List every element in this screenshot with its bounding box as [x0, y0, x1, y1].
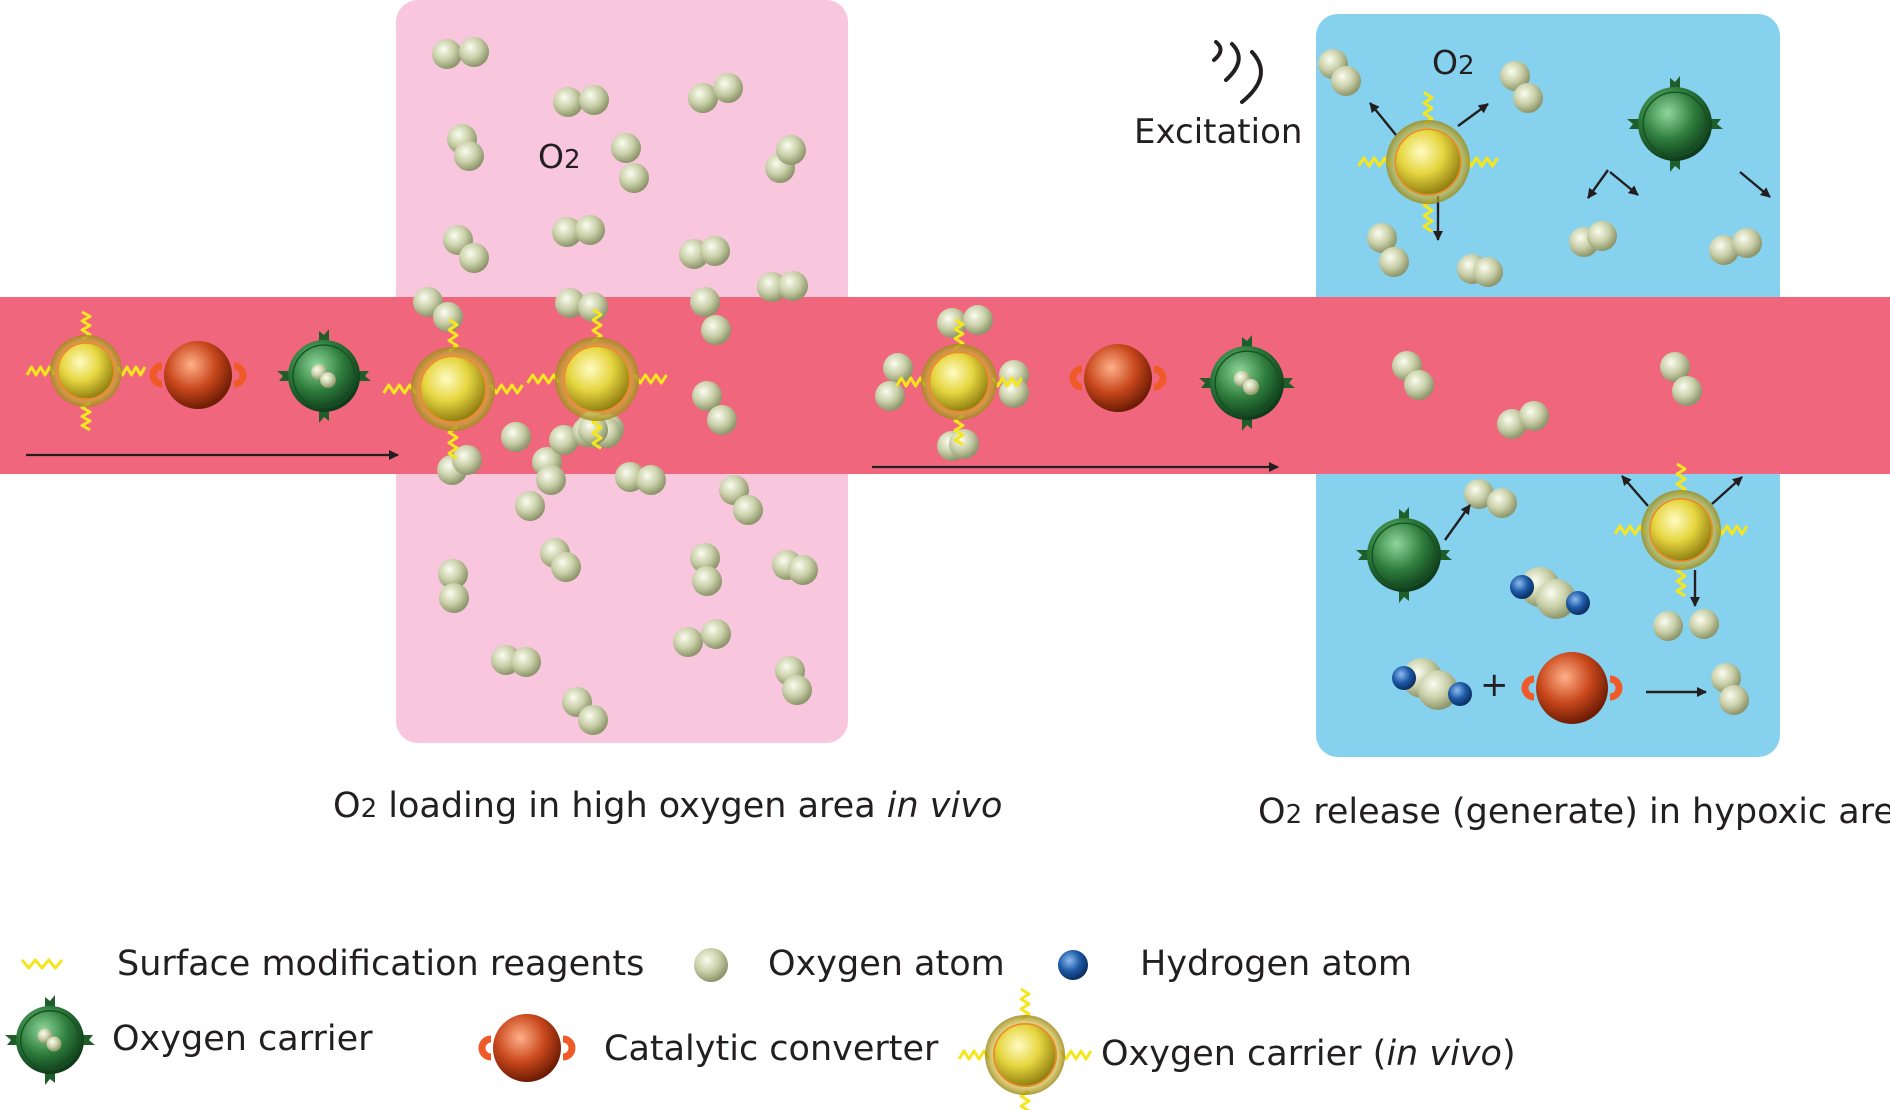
oxygen-molecule-icon	[765, 135, 806, 183]
release-zone-o2-label: O2	[1432, 43, 1475, 82]
green-carrier-icon	[5, 995, 95, 1085]
oxygen-molecule-icon	[1367, 223, 1409, 277]
water-molecule-icon	[1392, 658, 1472, 710]
excitation-label: Excitation	[1134, 112, 1303, 152]
o2-subscript: 2	[360, 794, 378, 824]
loading-caption-text: loading in high oxygen area	[388, 786, 887, 826]
yellow-carrier-icon	[957, 987, 1093, 1110]
release-arrow-icon	[1587, 169, 1609, 199]
oxygen-molecule-icon	[1497, 401, 1549, 439]
release-arrow-icon	[1711, 476, 1743, 505]
water-molecule-icon	[1510, 567, 1590, 619]
release-arrow-icon	[1621, 475, 1649, 507]
oxygen-molecule-icon	[1457, 254, 1503, 287]
oxygen-molecule-icon	[1464, 479, 1517, 518]
oxygen-molecule-icon	[515, 465, 566, 521]
oxygen-molecule-icon	[1660, 352, 1702, 406]
oxygen-molecule-icon	[937, 429, 979, 461]
oxygen-molecule-icon	[673, 619, 731, 657]
release-caption: O2 release (generate) in hypoxic area	[1258, 795, 1890, 830]
o2-symbol: O	[1258, 792, 1286, 832]
oxygen-molecule-icon	[562, 687, 608, 735]
loading-caption: O2 loading in high oxygen area in vivo	[333, 789, 1002, 824]
oxygen-molecule-icon	[875, 353, 913, 411]
loading-zone-o2-label: O2	[538, 137, 581, 176]
green-carrier-icon	[277, 329, 371, 423]
legend-carrier-in-vivo: Oxygen carrier (in vivo)	[1101, 1037, 1516, 1072]
yellow-carrier-icon	[1613, 462, 1749, 598]
oxygen-molecule-icon	[540, 538, 581, 582]
release-caption-text: release (generate) in hypoxic area	[1313, 792, 1890, 832]
legend-oxygen-carrier: Oxygen carrier	[112, 1019, 373, 1059]
green-carrier-icon	[1199, 335, 1295, 431]
oxygen-molecule-icon	[443, 225, 489, 273]
oxygen-molecule-icon	[690, 287, 731, 345]
legend-carrier-in-vivo-italic: in vivo	[1386, 1034, 1502, 1074]
yellow-carrier-icon	[1357, 91, 1499, 233]
red-converter-icon	[478, 1014, 576, 1082]
red-converter-icon	[1521, 652, 1623, 724]
oxygen-molecule-icon	[679, 236, 730, 269]
release-arrow-icon	[1609, 171, 1639, 196]
legend-surface-reagents: Surface modification reagents	[117, 944, 645, 984]
legend-hydrogen-atom: Hydrogen atom	[1140, 944, 1413, 984]
o2-subscript: 2	[1285, 800, 1303, 830]
oxygen-molecule-icon	[1569, 221, 1617, 257]
loading-caption-italic: in vivo	[886, 786, 1003, 826]
legend-carrier-in-vivo-close: )	[1501, 1034, 1516, 1074]
oxygen-molecule-icon	[438, 559, 469, 613]
oxygen-molecule-icon	[491, 645, 541, 677]
oxygen-molecule-icon	[1318, 49, 1361, 96]
oxygen-molecule-icon	[447, 124, 484, 171]
green-carrier-icon	[1627, 76, 1723, 172]
oxygen-molecule-icon	[772, 550, 818, 585]
oxygen-molecule-icon	[1653, 609, 1719, 641]
yellow-carrier-icon	[25, 310, 147, 432]
oxygen-molecule-icon	[1392, 351, 1434, 400]
oxygen-molecule-icon	[775, 656, 812, 705]
yellow-carrier-icon	[526, 308, 668, 450]
oxygen-molecule-icon	[437, 445, 482, 485]
oxygen-molecule-icon	[690, 543, 722, 596]
oxygen-molecule-icon	[692, 381, 737, 435]
excitation-wave-icon	[1212, 40, 1263, 104]
oxygen-molecule-icon	[1711, 663, 1749, 715]
plus-sign: +	[1480, 665, 1509, 705]
legend-oxygen-atom: Oxygen atom	[768, 944, 1005, 984]
legend-reagent-zigzag-icon	[20, 958, 64, 970]
o2-symbol: O	[333, 786, 361, 826]
oxygen-molecule-icon	[615, 462, 666, 495]
legend-catalytic-converter: Catalytic converter	[604, 1029, 939, 1069]
green-carrier-icon	[1356, 507, 1452, 603]
yellow-carrier-icon	[382, 318, 524, 460]
oxygen-molecule-icon	[553, 85, 609, 117]
oxygen-molecule-icon	[757, 271, 808, 302]
red-converter-icon	[1069, 344, 1167, 412]
oxygen-molecule-icon	[611, 133, 649, 193]
oxygen-molecule-icon	[501, 422, 531, 452]
legend-hydrogen-atom-icon	[1058, 950, 1088, 980]
oxygen-molecule-icon	[688, 73, 743, 113]
oxygen-molecule-icon	[719, 475, 763, 525]
oxygen-molecule-icon	[1709, 228, 1762, 265]
release-arrow-icon	[1369, 102, 1397, 136]
oxygen-molecule-icon	[1500, 61, 1543, 113]
release-arrow-icon	[1739, 171, 1771, 198]
oxygen-molecule-icon	[552, 215, 605, 247]
legend-oxygen-atom-icon	[694, 948, 728, 982]
yellow-carrier-icon	[895, 318, 1023, 446]
legend-carrier-in-vivo-text: Oxygen carrier (	[1101, 1034, 1387, 1074]
release-arrow-icon	[1457, 103, 1489, 127]
oxygen-molecule-icon	[432, 37, 489, 69]
release-arrow-icon	[1444, 504, 1471, 541]
red-converter-icon	[149, 341, 247, 409]
